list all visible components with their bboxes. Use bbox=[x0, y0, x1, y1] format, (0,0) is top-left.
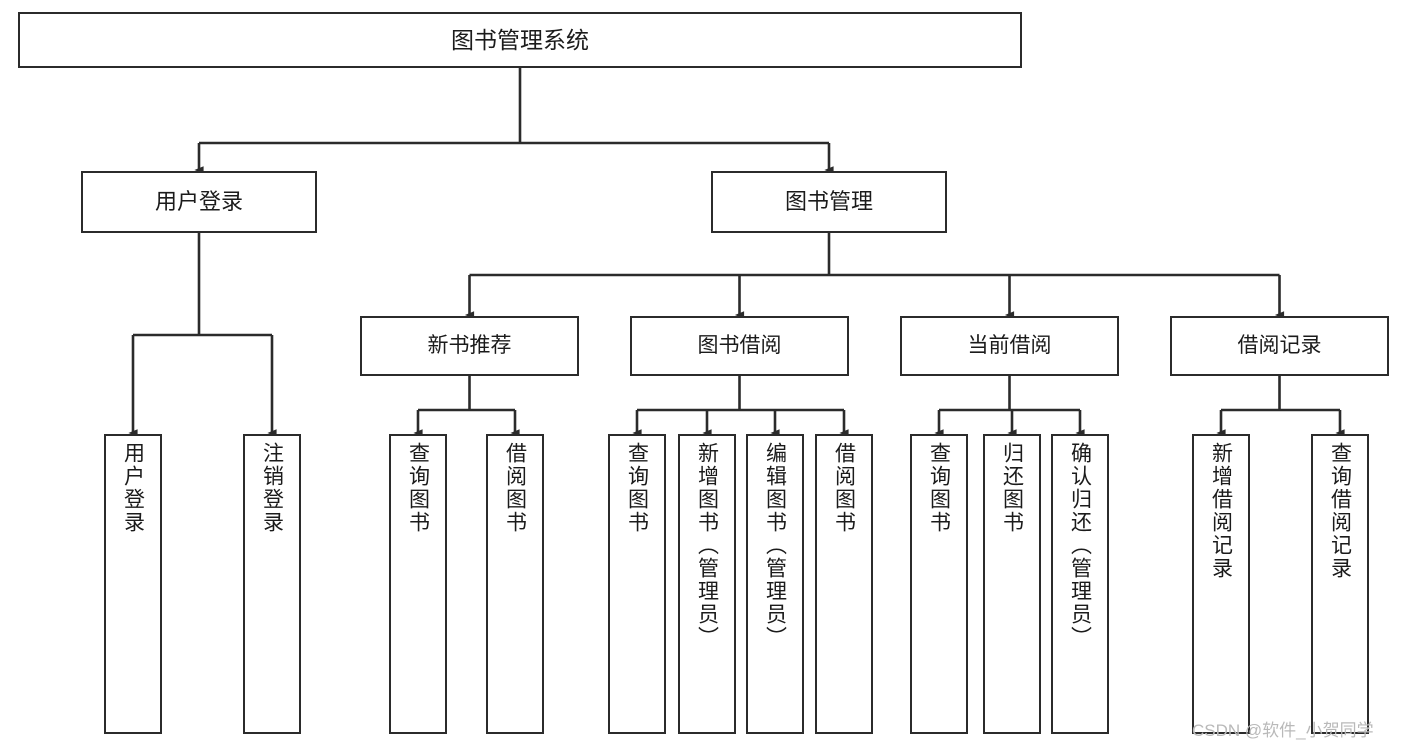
node-borrow-record[interactable]: 借阅记录 bbox=[1170, 316, 1389, 376]
node-leaf-query-book-3[interactable]: 查询图书 bbox=[910, 434, 968, 734]
node-leaf-query-record[interactable]: 查询借阅记录 bbox=[1311, 434, 1369, 734]
node-leaf-query-book-2[interactable]: 查询图书 bbox=[608, 434, 666, 734]
node-leaf-return-book[interactable]: 归还图书 bbox=[983, 434, 1041, 734]
node-leaf-return-book-label: 归还图书 bbox=[1000, 442, 1024, 534]
node-leaf-query-book-2-label: 查询图书 bbox=[625, 442, 649, 534]
node-leaf-borrow-book-1-label: 借阅图书 bbox=[503, 442, 527, 534]
node-current-borrow-label: 当前借阅 bbox=[967, 333, 1052, 357]
node-book-manage[interactable]: 图书管理 bbox=[711, 171, 947, 233]
node-leaf-confirm-return-label: 确认归还（管理员） bbox=[1068, 442, 1092, 649]
node-leaf-user-login[interactable]: 用户登录 bbox=[104, 434, 162, 734]
node-leaf-add-record-label: 新增借阅记录 bbox=[1209, 442, 1233, 580]
connector-group bbox=[128, 68, 1345, 437]
node-book-borrow-label: 图书借阅 bbox=[697, 333, 782, 357]
node-leaf-edit-book-label: 编辑图书（管理员） bbox=[763, 442, 787, 649]
node-leaf-logout-label: 注销登录 bbox=[260, 442, 284, 534]
node-leaf-logout[interactable]: 注销登录 bbox=[243, 434, 301, 734]
node-leaf-borrow-book-2-label: 借阅图书 bbox=[832, 442, 856, 534]
node-new-book-recommend-label: 新书推荐 bbox=[427, 333, 512, 357]
node-root-label: 图书管理系统 bbox=[451, 26, 589, 53]
node-leaf-confirm-return[interactable]: 确认归还（管理员） bbox=[1051, 434, 1109, 734]
node-leaf-query-book-3-label: 查询图书 bbox=[927, 442, 951, 534]
node-borrow-record-label: 借阅记录 bbox=[1237, 333, 1322, 357]
node-user-login[interactable]: 用户登录 bbox=[81, 171, 317, 233]
node-leaf-query-book-1[interactable]: 查询图书 bbox=[389, 434, 447, 734]
node-leaf-borrow-book-2[interactable]: 借阅图书 bbox=[815, 434, 873, 734]
node-root[interactable]: 图书管理系统 bbox=[18, 12, 1022, 68]
node-book-borrow[interactable]: 图书借阅 bbox=[630, 316, 849, 376]
node-leaf-user-login-label: 用户登录 bbox=[121, 442, 145, 534]
node-leaf-add-book-label: 新增图书（管理员） bbox=[695, 442, 719, 649]
node-leaf-add-book[interactable]: 新增图书（管理员） bbox=[678, 434, 736, 734]
node-leaf-borrow-book-1[interactable]: 借阅图书 bbox=[486, 434, 544, 734]
node-book-manage-label: 图书管理 bbox=[784, 189, 873, 215]
node-leaf-query-record-label: 查询借阅记录 bbox=[1328, 442, 1352, 580]
node-current-borrow[interactable]: 当前借阅 bbox=[900, 316, 1119, 376]
node-new-book-recommend[interactable]: 新书推荐 bbox=[360, 316, 579, 376]
node-user-login-label: 用户登录 bbox=[154, 189, 243, 215]
node-leaf-add-record[interactable]: 新增借阅记录 bbox=[1192, 434, 1250, 734]
node-leaf-edit-book[interactable]: 编辑图书（管理员） bbox=[746, 434, 804, 734]
node-leaf-query-book-1-label: 查询图书 bbox=[406, 442, 430, 534]
